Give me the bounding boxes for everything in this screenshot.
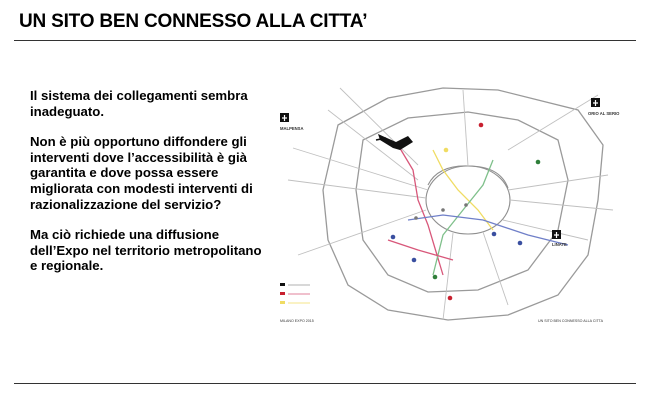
map-footer-right: UN SITO BEN CONNESSO ALLA CITTA <box>538 319 604 323</box>
airport-linate: LINATE <box>552 230 567 247</box>
stations <box>390 122 541 301</box>
paragraph-3: Ma ciò richiede una diffusione dell’Expo… <box>30 227 262 274</box>
orio-label: ORIO AL SERIO <box>588 111 620 116</box>
transport-map: MALPENSA ORIO AL SERIO LINATE MILANO EXP… <box>280 87 620 323</box>
paragraph-2: Non è più opportuno diffondere gli inter… <box>30 134 253 212</box>
footer-divider <box>14 383 636 384</box>
rail-lines <box>287 87 614 321</box>
linate-label: LINATE <box>552 242 567 247</box>
slide-title: UN SITO BEN CONNESSO ALLA CITTA’ <box>19 11 368 32</box>
metro-lines <box>387 144 569 276</box>
expo-site-marker <box>375 134 413 150</box>
slide-body: Il sistema dei collegamenti sembra inade… <box>30 88 262 289</box>
airport-orio: ORIO AL SERIO <box>588 98 620 116</box>
airport-malpensa: MALPENSA <box>280 113 304 131</box>
malpensa-label: MALPENSA <box>280 126 304 131</box>
map-legend <box>280 283 310 304</box>
paragraph-1: Il sistema dei collegamenti sembra inade… <box>30 88 248 119</box>
region-boundaries <box>322 87 604 321</box>
map-footer-left: MILANO EXPO 2015 <box>280 319 314 323</box>
title-divider <box>14 40 636 41</box>
